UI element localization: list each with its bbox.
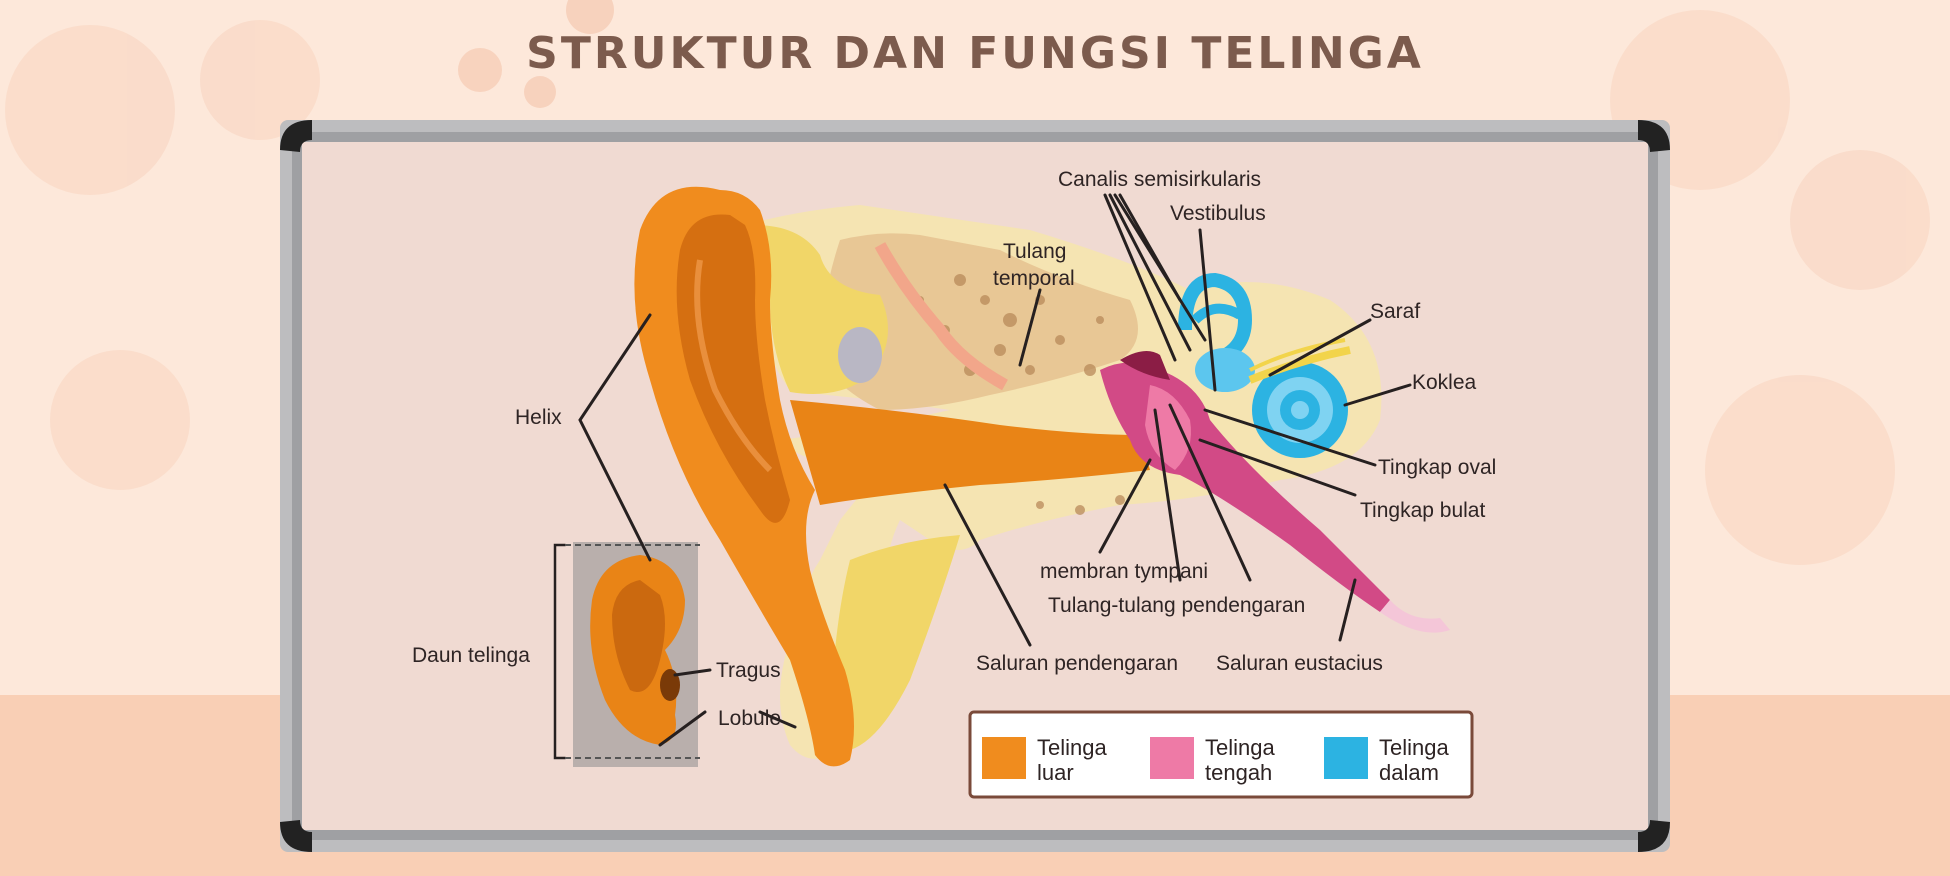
legend: Telinga luar Telinga tengah Telinga dala… xyxy=(968,710,1474,799)
outer-ear-pinna xyxy=(634,186,854,767)
label-helix: Helix xyxy=(515,406,562,429)
legend-swatch-telinga-dalam xyxy=(1324,737,1368,779)
pointer-lines xyxy=(578,193,1412,747)
legend-telinga-luar-line1: Telinga xyxy=(1037,735,1107,760)
label-tingkap-oval: Tingkap oval xyxy=(1378,456,1496,479)
temporal-bone xyxy=(745,205,1382,759)
daun-telinga-bracket xyxy=(553,543,700,760)
label-vestibulus: Vestibulus xyxy=(1170,202,1266,225)
legend-telinga-dalam-line1: Telinga xyxy=(1379,735,1449,760)
legend-swatch-telinga-luar xyxy=(982,737,1026,779)
label-saluran-pendengaran: Saluran pendengaran xyxy=(976,652,1178,675)
label-saluran-eustacius: Saluran eustacius xyxy=(1216,652,1383,675)
legend-telinga-tengah-line2: tengah xyxy=(1205,760,1272,785)
label-lobule: Lobule xyxy=(718,707,781,730)
legend-swatch-telinga-tengah xyxy=(1150,737,1194,779)
ear-canal xyxy=(790,400,1150,505)
label-tulang-temporal-line1: Tulang xyxy=(1003,240,1066,263)
label-membran-tympani: membran tympani xyxy=(1040,560,1208,583)
legend-telinga-luar-line2: luar xyxy=(1037,760,1074,785)
pinna-inset xyxy=(573,542,698,767)
label-canalis-semisirkularis: Canalis semisirkularis xyxy=(1058,168,1261,191)
label-tulang-pendengaran: Tulang-tulang pendengaran xyxy=(1048,594,1305,617)
legend-telinga-dalam-line2: dalam xyxy=(1379,760,1439,785)
label-tulang-temporal-line2: temporal xyxy=(993,267,1075,290)
label-koklea: Koklea xyxy=(1412,371,1477,394)
label-saraf: Saraf xyxy=(1370,300,1420,323)
label-daun-telinga: Daun telinga xyxy=(412,644,530,667)
legend-telinga-tengah-line1: Telinga xyxy=(1205,735,1275,760)
page-title: STRUKTUR DAN FUNGSI TELINGA xyxy=(526,28,1424,79)
middle-ear xyxy=(1100,351,1450,633)
label-tingkap-bulat: Tingkap bulat xyxy=(1360,499,1485,522)
label-tragus: Tragus xyxy=(716,659,781,682)
inner-ear xyxy=(1178,272,1351,458)
